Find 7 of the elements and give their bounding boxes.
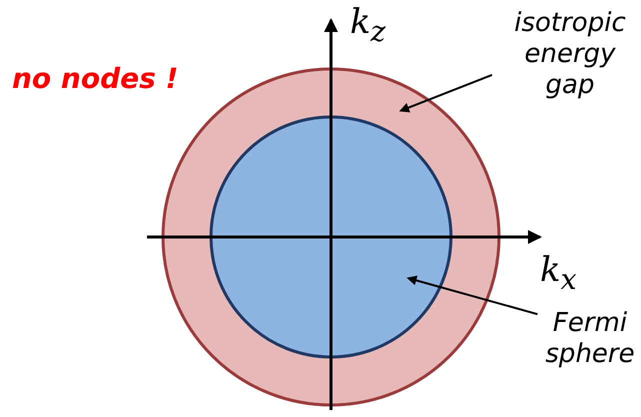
callout-text: isotropic energy gap	[513, 8, 627, 101]
callout-text: Fermi sphere	[544, 308, 636, 370]
leader-arrow	[399, 74, 492, 112]
axis-label: k$_{x}$	[540, 250, 577, 296]
axis-label: k$_{z}$	[350, 2, 386, 48]
leader-arrow	[406, 276, 538, 316]
note-text: no nodes !	[12, 62, 178, 95]
